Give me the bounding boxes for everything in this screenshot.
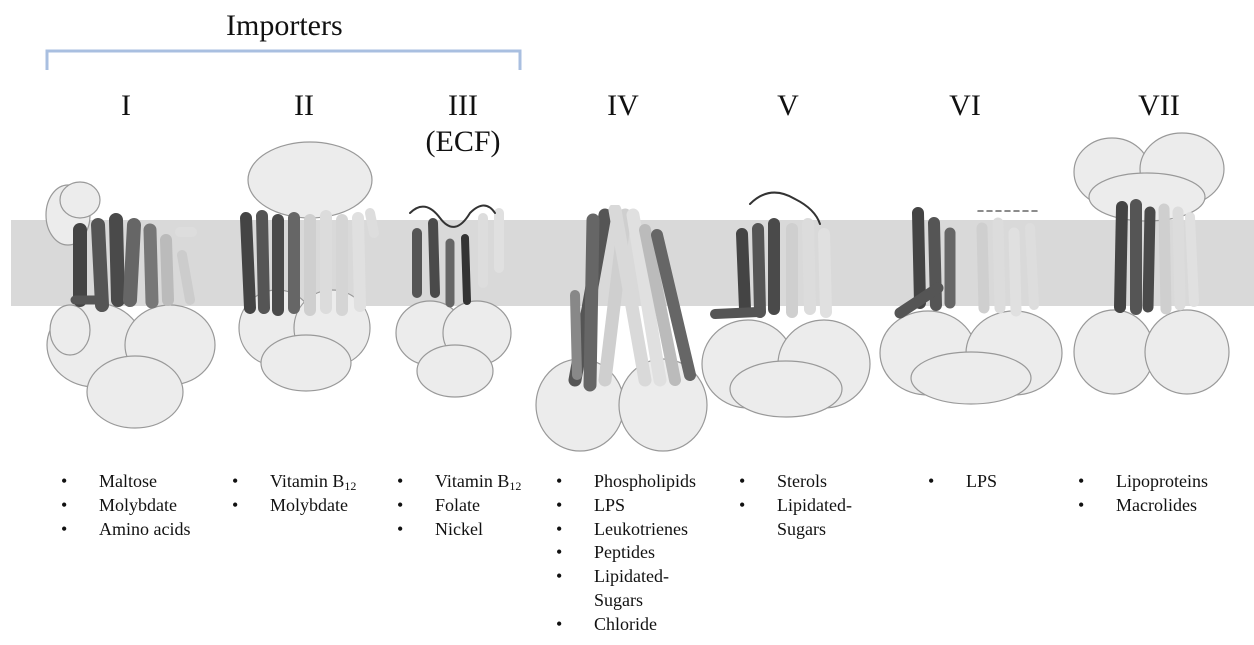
type-V-label: V (728, 88, 848, 124)
list-item: Peptides (556, 541, 696, 565)
list-item: Lipidated-Sugars (556, 565, 696, 613)
type-VII-substrate-list: Lipoproteins Macrolides (1078, 470, 1208, 518)
list-item: Vitamin B12 (397, 470, 521, 494)
type-IV-structure (535, 205, 710, 455)
type-VII-structure (1072, 127, 1230, 402)
type-VI-structure (878, 193, 1064, 408)
type-II-structure (232, 138, 382, 393)
type-I-structure (40, 170, 230, 440)
ecf-subtitle: (ECF) (403, 124, 523, 160)
type-II-substrate-list: Vitamin B12 Molybdate (232, 470, 356, 518)
type-V-structure (700, 184, 872, 420)
list-item: Lipidated-Sugars (739, 494, 852, 542)
list-item: Chloride (556, 613, 696, 637)
list-item: Leukotrienes (556, 518, 696, 542)
type-III-substrate-list: Vitamin B12 Folate Nickel (397, 470, 521, 541)
list-item: Amino acids (61, 518, 191, 542)
list-item: LPS (928, 470, 997, 494)
list-item: Molybdate (232, 494, 356, 518)
type-V-substrate-list: Sterols Lipidated-Sugars (739, 470, 852, 541)
importers-title: Importers (226, 11, 343, 41)
list-item: Maltose (61, 470, 191, 494)
type-VI-substrate-list: LPS (928, 470, 997, 494)
list-item: Molybdate (61, 494, 191, 518)
type-VI-label: VI (905, 88, 1025, 124)
list-item: Phospholipids (556, 470, 696, 494)
type-III-label: III (ECF) (403, 88, 523, 160)
type-II-label: II (244, 88, 364, 124)
list-item: Lipoproteins (1078, 470, 1208, 494)
type-I-substrate-list: Maltose Molybdate Amino acids (61, 470, 191, 541)
list-item: Folate (397, 494, 521, 518)
list-item: LPS (556, 494, 696, 518)
list-item: Nickel (397, 518, 521, 542)
list-item: Vitamin B12 (232, 470, 356, 494)
type-IV-label: IV (563, 88, 683, 124)
importers-bracket (0, 0, 1254, 80)
type-III-structure (395, 193, 515, 398)
type-I-label: I (66, 88, 186, 124)
type-IV-substrate-list: Phospholipids LPS Leukotrienes Peptides … (556, 470, 696, 637)
type-VII-label: VII (1099, 88, 1219, 124)
list-item: Sterols (739, 470, 852, 494)
list-item: Macrolides (1078, 494, 1208, 518)
